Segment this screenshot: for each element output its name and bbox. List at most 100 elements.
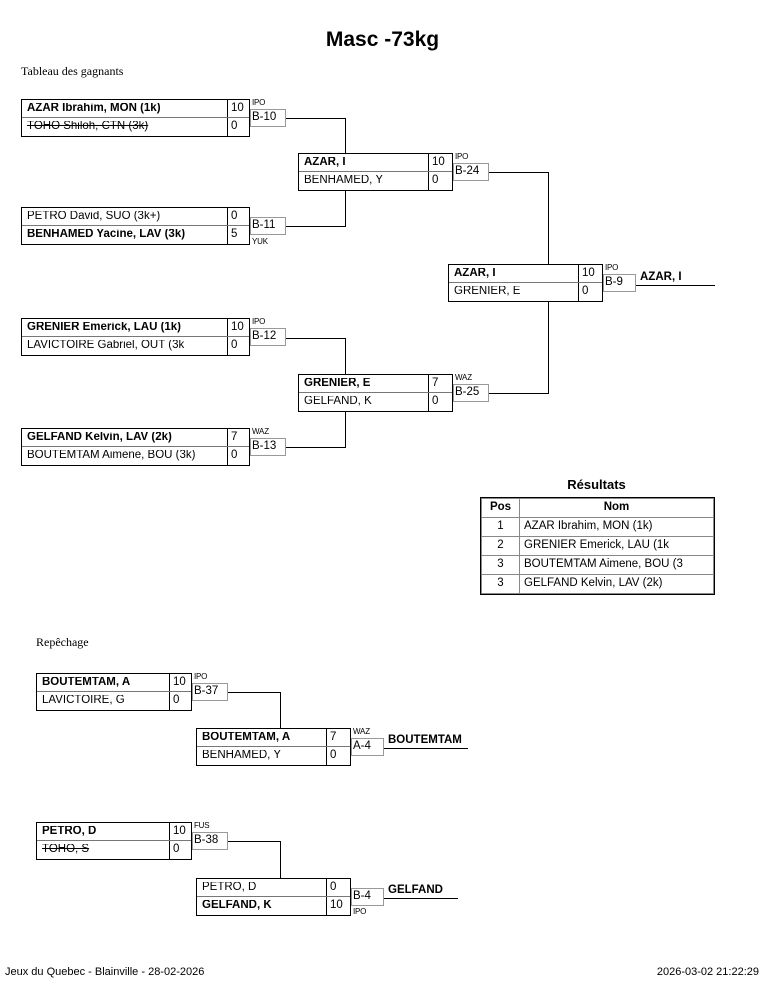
match-row-bottom: GRENIER, E 0 [449,283,602,301]
repechage-winner-lower: GELFAND [388,884,443,896]
match-mark-b13: WAZ [252,427,269,436]
repechage-winner-underline [384,898,458,899]
match-box-b4[interactable]: PETRO, D 0 GELFAND, K 10 [196,878,351,916]
player-score: 10 [578,265,602,282]
player-name: AZAR, I [454,267,496,279]
table-row[interactable]: 2 GRENIER Emerick, LAU (1k [481,536,714,556]
match-tag-b24[interactable]: B-24 [453,163,489,181]
player-score: 10 [326,897,350,915]
player-score: 5 [227,226,249,244]
player-name: GELFAND Kelvin, LAV (2k) [27,431,172,443]
player-name: TOHO Shiloh, CTN (3k) [27,121,149,133]
connector-line [286,226,345,227]
player-score: 10 [227,319,249,336]
player-score: 0 [326,747,350,765]
match-box-b9[interactable]: AZAR, I 10 GRENIER, E 0 [448,264,603,302]
repechage-winner-underline [384,748,468,749]
player-score: 0 [428,393,452,411]
match-row-bottom: TOHO Shiloh, CTN (3k) 0 [22,118,249,136]
connector-line [489,172,548,173]
player-name: AZAR, I [304,156,346,168]
result-position: 2 [481,536,520,556]
connector-line [286,447,345,448]
result-name: AZAR Ibrahim, MON (1k) [519,517,714,537]
match-tag-b25[interactable]: B-25 [453,384,489,402]
match-row-bottom: TOHO, S 0 [37,841,191,859]
match-tag-b9[interactable]: B-9 [603,274,636,292]
match-row-top: AZAR, I 10 [299,154,452,172]
match-row-bottom: LAVICTOIRE Gabriel, OUT (3k 0 [22,337,249,355]
champion-name: AZAR, I [640,271,682,283]
match-row-top: AZAR, I 10 [449,265,602,283]
results-table: Pos Nom 1 AZAR Ibrahim, MON (1k) 2 GRENI… [480,497,715,595]
connector-line [280,841,281,878]
player-name: GELFAND, K [304,396,372,408]
match-mark-b38: FUS [194,821,210,830]
match-mark-b11: YUK [252,237,268,246]
match-tag-b12[interactable]: B-12 [250,328,286,346]
table-row[interactable]: 3 GELFAND Kelvin, LAV (2k) [481,574,714,594]
match-row-bottom: GELFAND, K 10 [197,897,350,915]
player-name: GRENIER Emerick, LAU (1k) [27,321,182,333]
match-tag-a4[interactable]: A-4 [351,738,384,756]
connector-line [280,692,281,728]
result-position: 3 [481,555,520,575]
match-mark-b9: IPO [605,263,619,272]
match-box-b24[interactable]: AZAR, I 10 BENHAMED, Y 0 [298,153,453,191]
player-name: BENHAMED Yacine, LAV (3k) [27,229,186,241]
match-row-bottom: BOUTEMTAM Aimene, BOU (3k) 0 [22,447,249,465]
match-box-b25[interactable]: GRENIER, E 7 GELFAND, K 0 [298,374,453,412]
match-box-b13[interactable]: GELFAND Kelvin, LAV (2k) 7 BOUTEMTAM Aim… [21,428,250,466]
player-score: 0 [227,337,249,355]
player-name: BOUTEMTAM Aimene, BOU (3k) [27,450,196,462]
match-row-top: GRENIER Emerick, LAU (1k) 10 [22,319,249,337]
connector-line [286,338,345,339]
match-mark-b37: IPO [194,672,208,681]
repechage-label: Repêchage [36,635,89,649]
table-row[interactable]: 1 AZAR Ibrahim, MON (1k) [481,517,714,537]
player-score: 0 [227,208,249,225]
match-row-top: GRENIER, E 7 [299,375,452,393]
player-name: PETRO, D [202,881,257,893]
result-name: BOUTEMTAM Aimene, BOU (3 [519,555,714,575]
match-tag-b4[interactable]: B-4 [351,888,384,906]
match-row-top: PETRO, D 10 [37,823,191,841]
player-name: BENHAMED, Y [304,175,384,187]
match-box-b38[interactable]: PETRO, D 10 TOHO, S 0 [36,822,192,860]
match-box-b37[interactable]: BOUTEMTAM, A 10 LAVICTOIRE, G 0 [36,673,192,711]
column-header-pos: Pos [481,498,520,518]
match-row-bottom: GELFAND, K 0 [299,393,452,411]
player-score: 7 [428,375,452,392]
repechage-winner-upper: BOUTEMTAM [388,734,462,746]
match-row-bottom: BENHAMED, Y 0 [299,172,452,190]
match-row-bottom: BENHAMED Yacine, LAV (3k) 5 [22,226,249,244]
connector-line [228,841,280,842]
player-name: AZAR Ibrahim, MON (1k) [27,102,161,114]
match-row-top: PETRO David, SUO (3k+) 0 [22,208,249,226]
player-name: BOUTEMTAM, A [202,731,291,743]
match-box-b12[interactable]: GRENIER Emerick, LAU (1k) 10 LAVICTOIRE … [21,318,250,356]
player-score: 0 [428,172,452,190]
match-tag-b13[interactable]: B-13 [250,438,286,456]
column-header-nom: Nom [519,498,714,518]
player-score: 10 [428,154,452,171]
match-box-a4[interactable]: BOUTEMTAM, A 7 BENHAMED, Y 0 [196,728,351,766]
match-row-top: PETRO, D 0 [197,879,350,897]
player-score: 0 [326,879,350,896]
player-score: 0 [169,841,191,859]
player-name: GRENIER, E [454,286,521,298]
connector-line [228,692,280,693]
match-mark-a4: WAZ [353,727,370,736]
match-box-b11[interactable]: PETRO David, SUO (3k+) 0 BENHAMED Yacine… [21,207,250,245]
player-score: 10 [169,823,191,840]
player-score: 0 [578,283,602,301]
match-tag-b10[interactable]: B-10 [250,109,286,127]
match-box-b10[interactable]: AZAR Ibrahim, MON (1k) 10 TOHO Shiloh, C… [21,99,250,137]
table-row[interactable]: 3 BOUTEMTAM Aimene, BOU (3 [481,555,714,575]
connector-line [286,118,345,119]
match-tag-b38[interactable]: B-38 [192,832,228,850]
match-tag-b37[interactable]: B-37 [192,683,228,701]
match-mark-b12: IPO [252,317,266,326]
match-tag-b11[interactable]: B-11 [250,217,286,235]
player-name: PETRO, D [42,825,97,837]
